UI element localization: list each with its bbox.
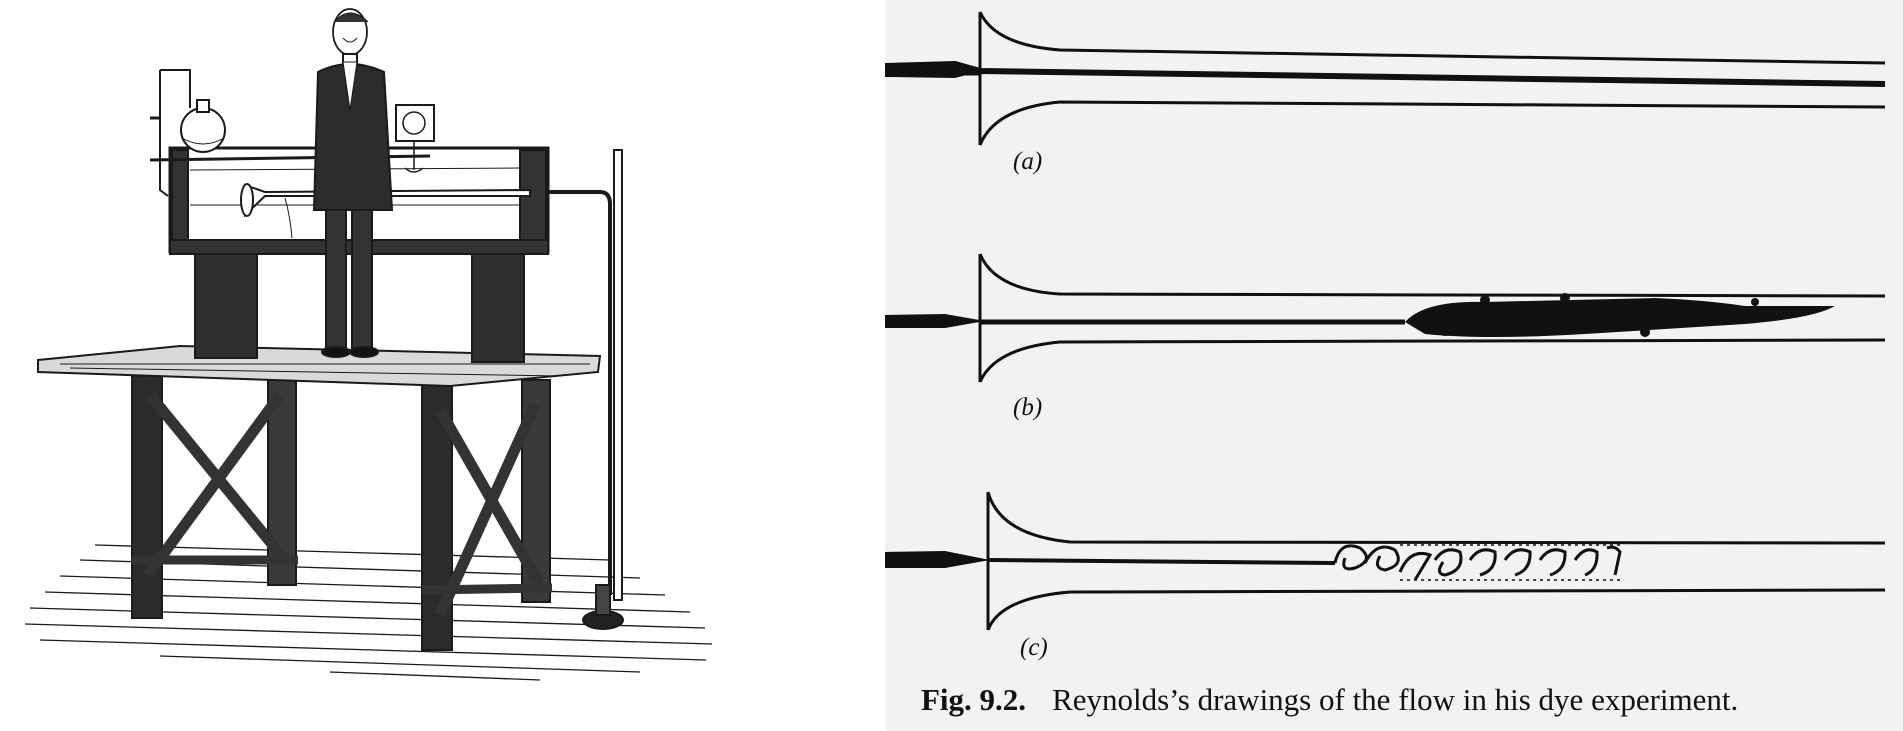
panel-label-c: (c): [1020, 634, 1048, 661]
dye-eddies-c: [1333, 544, 1622, 581]
panel-label-a: (a): [1013, 148, 1043, 175]
figure-number: Fig. 9.2.: [921, 682, 1027, 717]
figure-caption: Fig. 9.2. Reynolds’s drawings of the flow…: [921, 682, 1738, 718]
table-top: [37, 344, 602, 388]
tank-supports: [194, 249, 525, 363]
drawing-c-turbulent: [885, 491, 1886, 631]
outlet-pipe: [546, 149, 624, 630]
panel-label-b: (b): [1013, 394, 1043, 421]
dye-drawings-panel: (a) (b) (c) Fig. 9.2. Reynolds’s drawings…: [885, 0, 1903, 731]
flow-drawings: [885, 11, 1886, 631]
standing-figure: [312, 8, 394, 358]
apparatus-drawing: [24, 8, 713, 681]
caption-text: Reynolds’s drawings of the flow in his d…: [1052, 682, 1739, 717]
drawing-b-transitional: [885, 253, 1886, 383]
table-legs: [131, 369, 553, 651]
dye-spread-b: [1405, 293, 1835, 337]
drawing-a-laminar: [885, 11, 1886, 146]
recording-dial: [395, 104, 435, 173]
apparatus-illustration: [0, 0, 885, 731]
